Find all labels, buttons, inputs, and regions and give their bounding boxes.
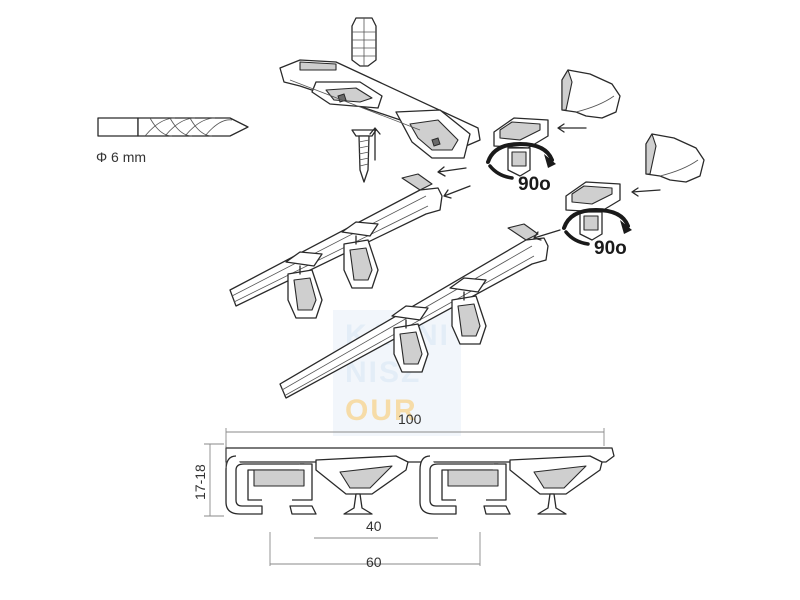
end-cap-top (561, 69, 621, 119)
dimension-lines (204, 428, 605, 566)
wall-bracket (279, 59, 481, 159)
glider-lower-1 (391, 305, 429, 373)
glider-upper-2 (341, 221, 379, 289)
screw-icon (351, 129, 377, 183)
clip-connector-top (493, 117, 549, 177)
glider-lower-2 (449, 277, 487, 345)
watermark-line3: OUR (345, 394, 418, 427)
dimension-inner-spacing-label: 40 (366, 518, 382, 534)
track-rail-upper (229, 173, 443, 307)
drill-bit-icon (97, 117, 249, 137)
end-cap-bottom-arrow-icon (631, 187, 661, 197)
rotate-arrow-top-icon (486, 141, 556, 180)
wall-plug-icon (351, 17, 377, 67)
clip-connector-bottom (565, 181, 621, 241)
screw-arrow-icon (369, 127, 381, 161)
bracket-arrow-icon (437, 166, 467, 177)
dimension-outer-spacing-label: 60 (366, 554, 382, 570)
dimension-width-label: 100 (398, 411, 422, 427)
rotation-90-top-label: 90o (518, 174, 551, 195)
rail-lower-arrow-icon (533, 229, 561, 241)
end-cap-top-arrow-icon (557, 123, 587, 133)
track-cross-section (225, 440, 615, 515)
rotate-arrow-bottom-icon (562, 207, 632, 246)
rotation-90-bottom-label: 90o (594, 238, 627, 259)
end-cap-bottom (645, 133, 705, 183)
glider-upper-1 (285, 251, 323, 319)
rail-upper-arrow-icon (443, 185, 471, 199)
drill-diameter-label: Φ 6 mm (96, 149, 146, 165)
dimension-height-label: 17-18 (192, 464, 208, 500)
